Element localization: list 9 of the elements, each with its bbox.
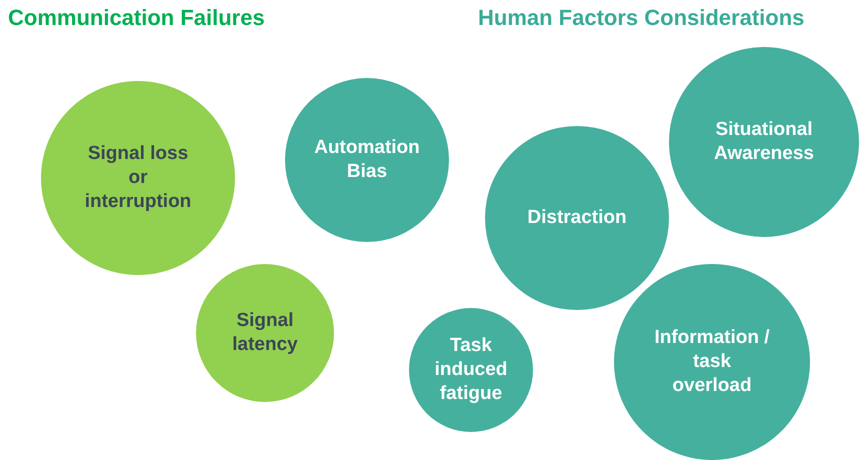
circle-label: Automation Bias <box>313 136 421 184</box>
circle-label: Information / task overload <box>653 326 771 398</box>
circle-label: Signal loss or interruption <box>84 142 192 214</box>
circle-label: Task induced fatigue <box>434 334 508 406</box>
circle-label: Distraction <box>526 206 628 230</box>
group-heading: Human Factors Considerations <box>478 5 804 31</box>
group-heading: Communication Failures <box>8 5 265 31</box>
circle-label: Situational Awareness <box>713 118 815 166</box>
circle-label: Signal latency <box>231 309 299 357</box>
